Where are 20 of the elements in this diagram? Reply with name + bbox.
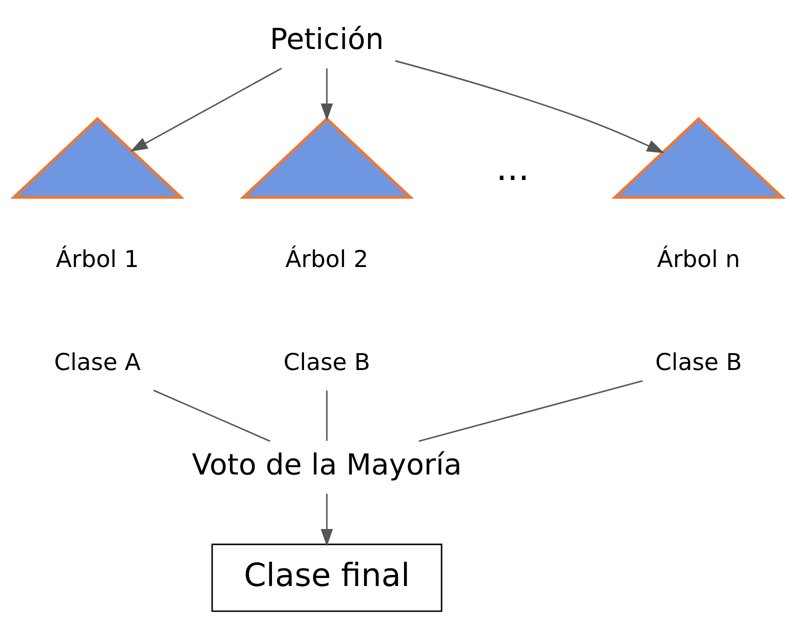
node-text: Clase A: [54, 348, 141, 376]
label: ...: [496, 149, 530, 190]
arrow: [130, 68, 282, 152]
arrow: [320, 68, 333, 121]
node-label: Árbol 2: [285, 246, 368, 273]
node-box: Clase final: [211, 544, 442, 612]
node-tree: [240, 116, 414, 199]
connector: [153, 390, 270, 442]
node-text: Petición: [270, 22, 384, 56]
node-tree: [611, 116, 786, 199]
arrow: [395, 60, 664, 154]
arrow: [320, 494, 333, 546]
node-label: Árbol n: [657, 246, 740, 273]
node-label: Árbol 1: [56, 246, 139, 273]
connector: [326, 390, 328, 441]
node-text: Voto de la Mayoría: [192, 448, 462, 482]
connector: [418, 380, 643, 442]
node-text: Clase B: [655, 348, 742, 376]
node-text: Clase B: [284, 348, 370, 376]
node-tree: [10, 116, 185, 199]
